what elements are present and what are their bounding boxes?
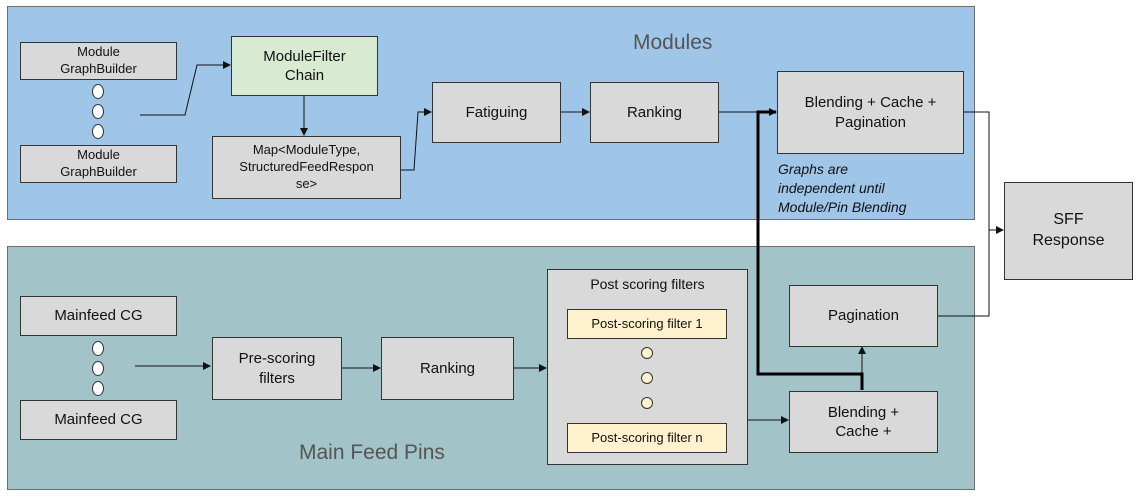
ellipsis-dot — [92, 84, 104, 99]
map-module-type-box: Map<ModuleType, StructuredFeedRespon se> — [212, 136, 401, 199]
edge-builders-to-filterchain — [140, 61, 231, 116]
modules-title: Modules — [633, 31, 713, 54]
ellipsis-dot — [641, 397, 653, 409]
ellipsis-dot — [641, 347, 653, 359]
edge-pagination-to-sff — [937, 230, 990, 317]
main-feed-ranking-box: Ranking — [381, 337, 514, 400]
module-graphbuilder-top: Module GraphBuilder — [20, 42, 177, 80]
main-feed-title: Main Feed Pins — [299, 441, 445, 464]
mainfeed-cg-top: Mainfeed CG — [20, 296, 177, 336]
fatiguing-box: Fatiguing — [432, 82, 561, 143]
edge-map-to-fatiguing — [401, 108, 432, 171]
module-graphbuilder-bottom: Module GraphBuilder — [20, 145, 177, 183]
post-scoring-filter-1: Post-scoring filter 1 — [567, 309, 727, 339]
post-scoring-filter-n: Post-scoring filter n — [567, 423, 727, 453]
post-scoring-filters-title: Post scoring filters — [590, 276, 705, 292]
modules-ranking-box: Ranking — [590, 82, 719, 143]
ellipsis-dot — [641, 372, 653, 384]
sff-response-box: SFF Response — [1004, 182, 1133, 280]
mainfeed-cg-bottom: Mainfeed CG — [20, 400, 177, 440]
ellipsis-dot — [92, 104, 104, 119]
blending-cache-pagination-box: Blending + Cache + Pagination — [777, 71, 964, 154]
ellipsis-dot — [92, 381, 104, 396]
ellipsis-dot — [92, 124, 104, 139]
graphs-independent-note: Graphs are independent until Module/Pin … — [778, 161, 907, 215]
ellipsis-dot — [92, 341, 104, 356]
ellipsis-dot — [92, 361, 104, 376]
pre-scoring-filters-box: Pre-scoring filters — [212, 337, 342, 400]
main-feed-blending-box: Blending + Cache + — [789, 391, 938, 453]
edge-module-pin-blending-link — [756, 110, 864, 390]
module-filter-chain: ModuleFilter Chain — [231, 36, 378, 96]
pagination-box: Pagination — [789, 285, 938, 347]
edge-blending-to-sff — [963, 111, 1004, 234]
